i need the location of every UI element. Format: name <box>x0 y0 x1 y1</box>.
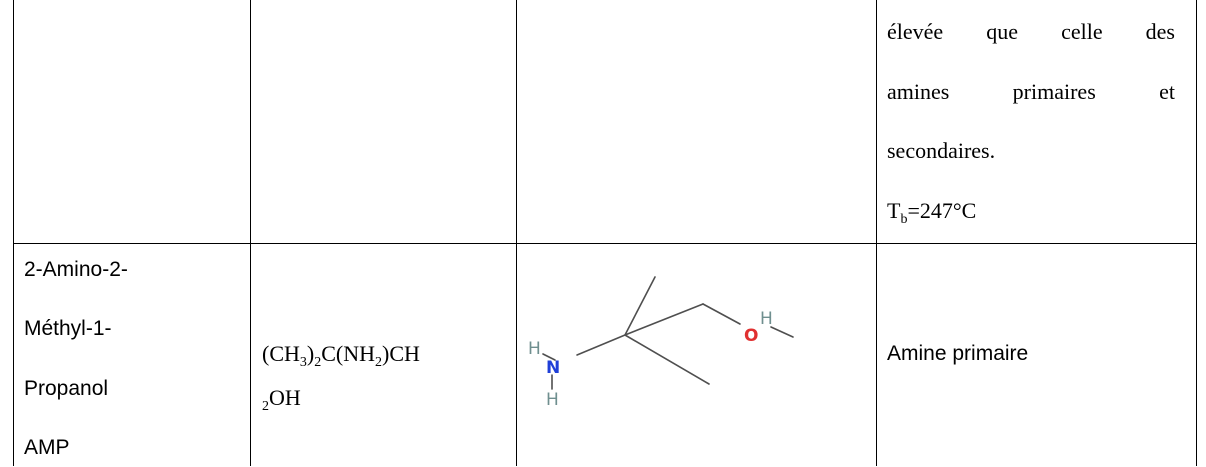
compound-name-line: 2-Amino-2- <box>24 258 128 281</box>
molecule-structure: H N H O H <box>528 276 794 410</box>
amine-type: Amine primaire <box>887 342 1029 365</box>
oxygen-atom-label: O <box>744 326 758 346</box>
bond <box>624 276 656 336</box>
table-column-divider <box>876 0 877 466</box>
hydrogen-atom-label: H <box>760 309 773 329</box>
formula-line-2: 2OH <box>262 385 301 414</box>
table-border-left <box>13 0 14 466</box>
table-column-divider <box>250 0 251 466</box>
bond <box>624 334 710 385</box>
nitrogen-atom-label: N <box>546 358 560 378</box>
bond <box>576 334 626 356</box>
bond <box>702 303 741 325</box>
row1-text-line-2: amines primaires et <box>887 79 1175 104</box>
row1-text-line-3: secondaires. <box>887 138 996 163</box>
compound-name-line: Propanol <box>24 377 109 400</box>
boiling-point: Tb=247°C <box>887 198 977 227</box>
table-row-divider <box>13 243 1197 244</box>
formula-line-1: (CH3)2C(NH2)CH <box>262 341 420 370</box>
hydrogen-atom-label: H <box>528 339 541 359</box>
table-column-divider <box>516 0 517 466</box>
molecule-bonds <box>542 276 794 390</box>
row1-text-line-1: élevée que celle des <box>887 19 1175 44</box>
hydrogen-atom-label: H <box>546 390 559 410</box>
compound-abbreviation: AMP <box>24 436 70 459</box>
bond <box>542 353 556 361</box>
bond <box>624 303 704 336</box>
table-border-right <box>1196 0 1197 466</box>
compound-name-line: Méthyl-1- <box>24 317 112 340</box>
bond <box>770 326 794 338</box>
